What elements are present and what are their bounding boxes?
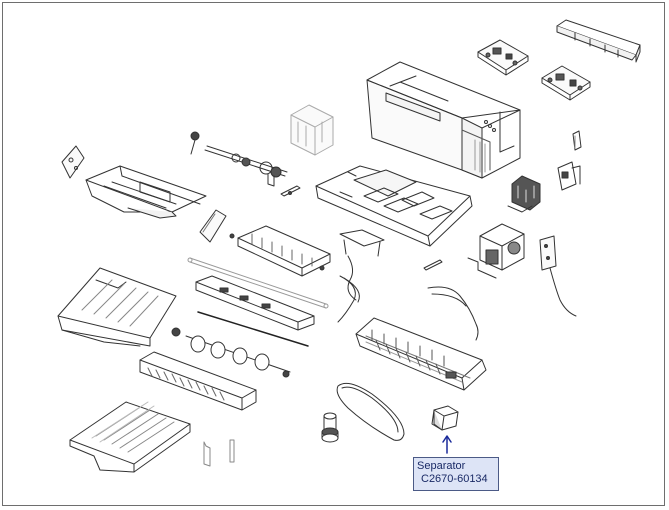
pick-shaft-assembly[interactable] [190,131,288,187]
carriage-assembly-ghost[interactable] [290,104,334,156]
stepper-motor[interactable] [321,412,339,443]
main-logic-board[interactable] [541,65,591,101]
interconnect-cable[interactable] [337,275,360,323]
drive-rod[interactable] [197,311,309,347]
printer-top-cover[interactable] [366,61,521,179]
carriage-assembly[interactable] [507,175,541,213]
formatter-board[interactable] [477,39,529,76]
carriage-motor-assembly[interactable] [467,223,525,279]
hinge-bracket[interactable] [557,161,581,191]
carriage-rail[interactable] [195,275,315,331]
pick-roller-guide[interactable] [139,351,257,411]
tray-latch-pair[interactable] [203,439,235,467]
base-chassis[interactable] [315,165,473,247]
separator-callout-label[interactable]: Separator C2670-60134 [413,457,499,491]
callout-part-name: Separator [417,460,466,472]
service-station-bracket[interactable] [339,229,385,301]
input-tray[interactable] [57,267,177,347]
main-shaft-rod[interactable] [187,257,329,309]
interconnect-link[interactable] [280,185,301,197]
service-station-base[interactable] [355,317,487,391]
paper-path-guide[interactable] [229,225,331,277]
switch-board[interactable] [539,235,577,317]
sensor-flag[interactable] [423,259,443,271]
drive-belt[interactable] [336,382,405,441]
media-guide[interactable] [199,209,227,243]
callout-part-number: C2670-60134 [421,473,488,485]
side-clip[interactable] [572,130,582,151]
output-tray-extension[interactable] [85,165,207,219]
top-rail-cover[interactable] [556,19,641,63]
left-side-panel[interactable] [61,145,85,179]
trailing-cable[interactable] [427,286,479,341]
callout-arrow [442,435,452,454]
separator-part[interactable] [431,405,459,431]
output-tray[interactable] [69,401,191,473]
pinch-roller-assembly[interactable] [171,327,291,378]
